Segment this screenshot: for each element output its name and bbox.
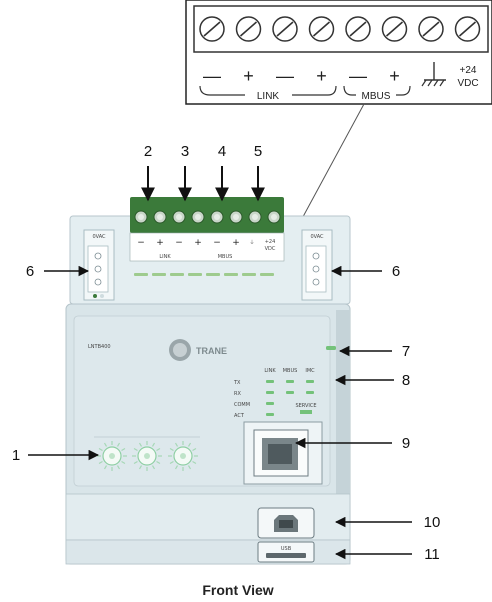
terminal-sign-label: − xyxy=(137,238,145,248)
callout-4: 4 xyxy=(218,143,226,160)
inset-link-label: LINK xyxy=(257,91,280,102)
inset-sign-label: — xyxy=(276,66,294,86)
indicator-led xyxy=(286,380,294,383)
usb-a-port-icon xyxy=(266,553,306,558)
callout-1: 1 xyxy=(12,447,20,464)
terminal-ground-icon: ⏚ xyxy=(249,239,254,246)
inset-sign-label: + xyxy=(243,66,254,86)
callout-8: 8 xyxy=(402,372,410,389)
inset-screw-icon xyxy=(381,16,408,42)
terminal-vdc-bottom: VDC xyxy=(265,246,276,252)
indicator-led xyxy=(286,391,294,394)
terminal-mbus-label: MBUS xyxy=(218,254,233,260)
inset-screw-icon xyxy=(345,16,371,42)
service-label: SERVICE xyxy=(295,403,316,409)
terminal-screw-icon xyxy=(153,210,167,224)
indicator-led xyxy=(306,391,314,394)
inset-vdc-top: +24 xyxy=(460,65,477,76)
terminal-screw-icon xyxy=(229,210,243,224)
inset-screw-icon xyxy=(272,16,298,42)
terminal-screw-icon xyxy=(267,210,281,224)
terminal-block xyxy=(130,197,284,233)
callout-3: 3 xyxy=(181,143,189,160)
led-row-label: RX xyxy=(234,391,241,397)
indicator-led xyxy=(306,380,314,383)
status-led xyxy=(326,346,336,350)
callouts: 2 3 4 5 6 6 7 8 9 1 10 11 xyxy=(12,143,441,563)
inset-sign-label: + xyxy=(389,66,400,86)
terminal-screw-icon xyxy=(134,210,148,224)
inset-sign-label: — xyxy=(349,66,367,86)
callout-7: 7 xyxy=(402,343,410,360)
callout-9: 9 xyxy=(402,435,410,452)
terminal-sign-label: + xyxy=(232,238,240,248)
led-row-label: COMM xyxy=(234,402,250,408)
indicator-led xyxy=(266,391,274,394)
terminal-inset: — + — + — + LINK MBUS +24 VDC xyxy=(185,0,492,105)
right-port-label: 0VAC xyxy=(310,234,324,240)
caption: Front View xyxy=(202,582,273,598)
usb-label: USB xyxy=(281,546,292,552)
terminal-sign-label: + xyxy=(156,238,164,248)
callout-6-right: 6 xyxy=(392,263,400,280)
inset-screw-icon xyxy=(454,16,481,42)
callout-10: 10 xyxy=(424,514,441,531)
rotary-switch-icon[interactable] xyxy=(97,441,127,471)
terminal-screw-icon xyxy=(210,210,224,224)
led-row-label: TX xyxy=(233,380,241,386)
inset-sign-label: — xyxy=(203,66,221,86)
inset-mbus-label: MBUS xyxy=(362,91,391,102)
led-row-label: ACT xyxy=(234,413,245,419)
usb-b-port-icon xyxy=(274,515,298,532)
callout-11: 11 xyxy=(424,546,440,563)
terminal-sign-label: − xyxy=(213,238,221,248)
inset-screw-icon xyxy=(308,16,335,42)
inset-screw-icon xyxy=(199,16,225,42)
inset-screw-icon xyxy=(235,16,262,42)
inset-leader-line xyxy=(297,103,365,227)
rotary-switch-icon[interactable] xyxy=(168,441,198,471)
led-column-header: MBUS xyxy=(283,368,298,374)
rotary-switch-icon[interactable] xyxy=(132,441,162,471)
ground-symbol-icon xyxy=(421,62,446,87)
inset-vdc-bottom: VDC xyxy=(457,78,478,89)
callout-2: 2 xyxy=(144,143,152,160)
inset-sign-label: + xyxy=(316,66,327,86)
terminal-screw-icon xyxy=(172,210,186,224)
terminal-vdc-top: +24 xyxy=(265,239,276,245)
led-column-header: LINK xyxy=(264,368,276,374)
brand-name: TRANE xyxy=(196,346,227,356)
indicator-led xyxy=(266,380,274,383)
service-led xyxy=(300,410,312,414)
model-label: LNTB400 xyxy=(88,344,111,350)
indicator-led xyxy=(266,402,274,405)
terminal-sign-label: − xyxy=(175,238,183,248)
led-column-header: IMC xyxy=(305,368,315,374)
callout-5: 5 xyxy=(254,143,262,160)
left-port-label: 0VAC xyxy=(92,234,106,240)
callout-6-left: 6 xyxy=(26,263,34,280)
inset-screw-icon xyxy=(418,16,444,42)
terminal-screw-icon xyxy=(248,210,262,224)
terminal-sign-label: + xyxy=(194,238,202,248)
terminal-link-label: LINK xyxy=(159,254,171,260)
device-body: − + − + − + LINK MBUS ⏚ +24 VDC 0VAC 0VAC xyxy=(65,197,351,565)
terminal-screw-icon xyxy=(191,210,205,224)
indicator-led xyxy=(266,413,274,416)
